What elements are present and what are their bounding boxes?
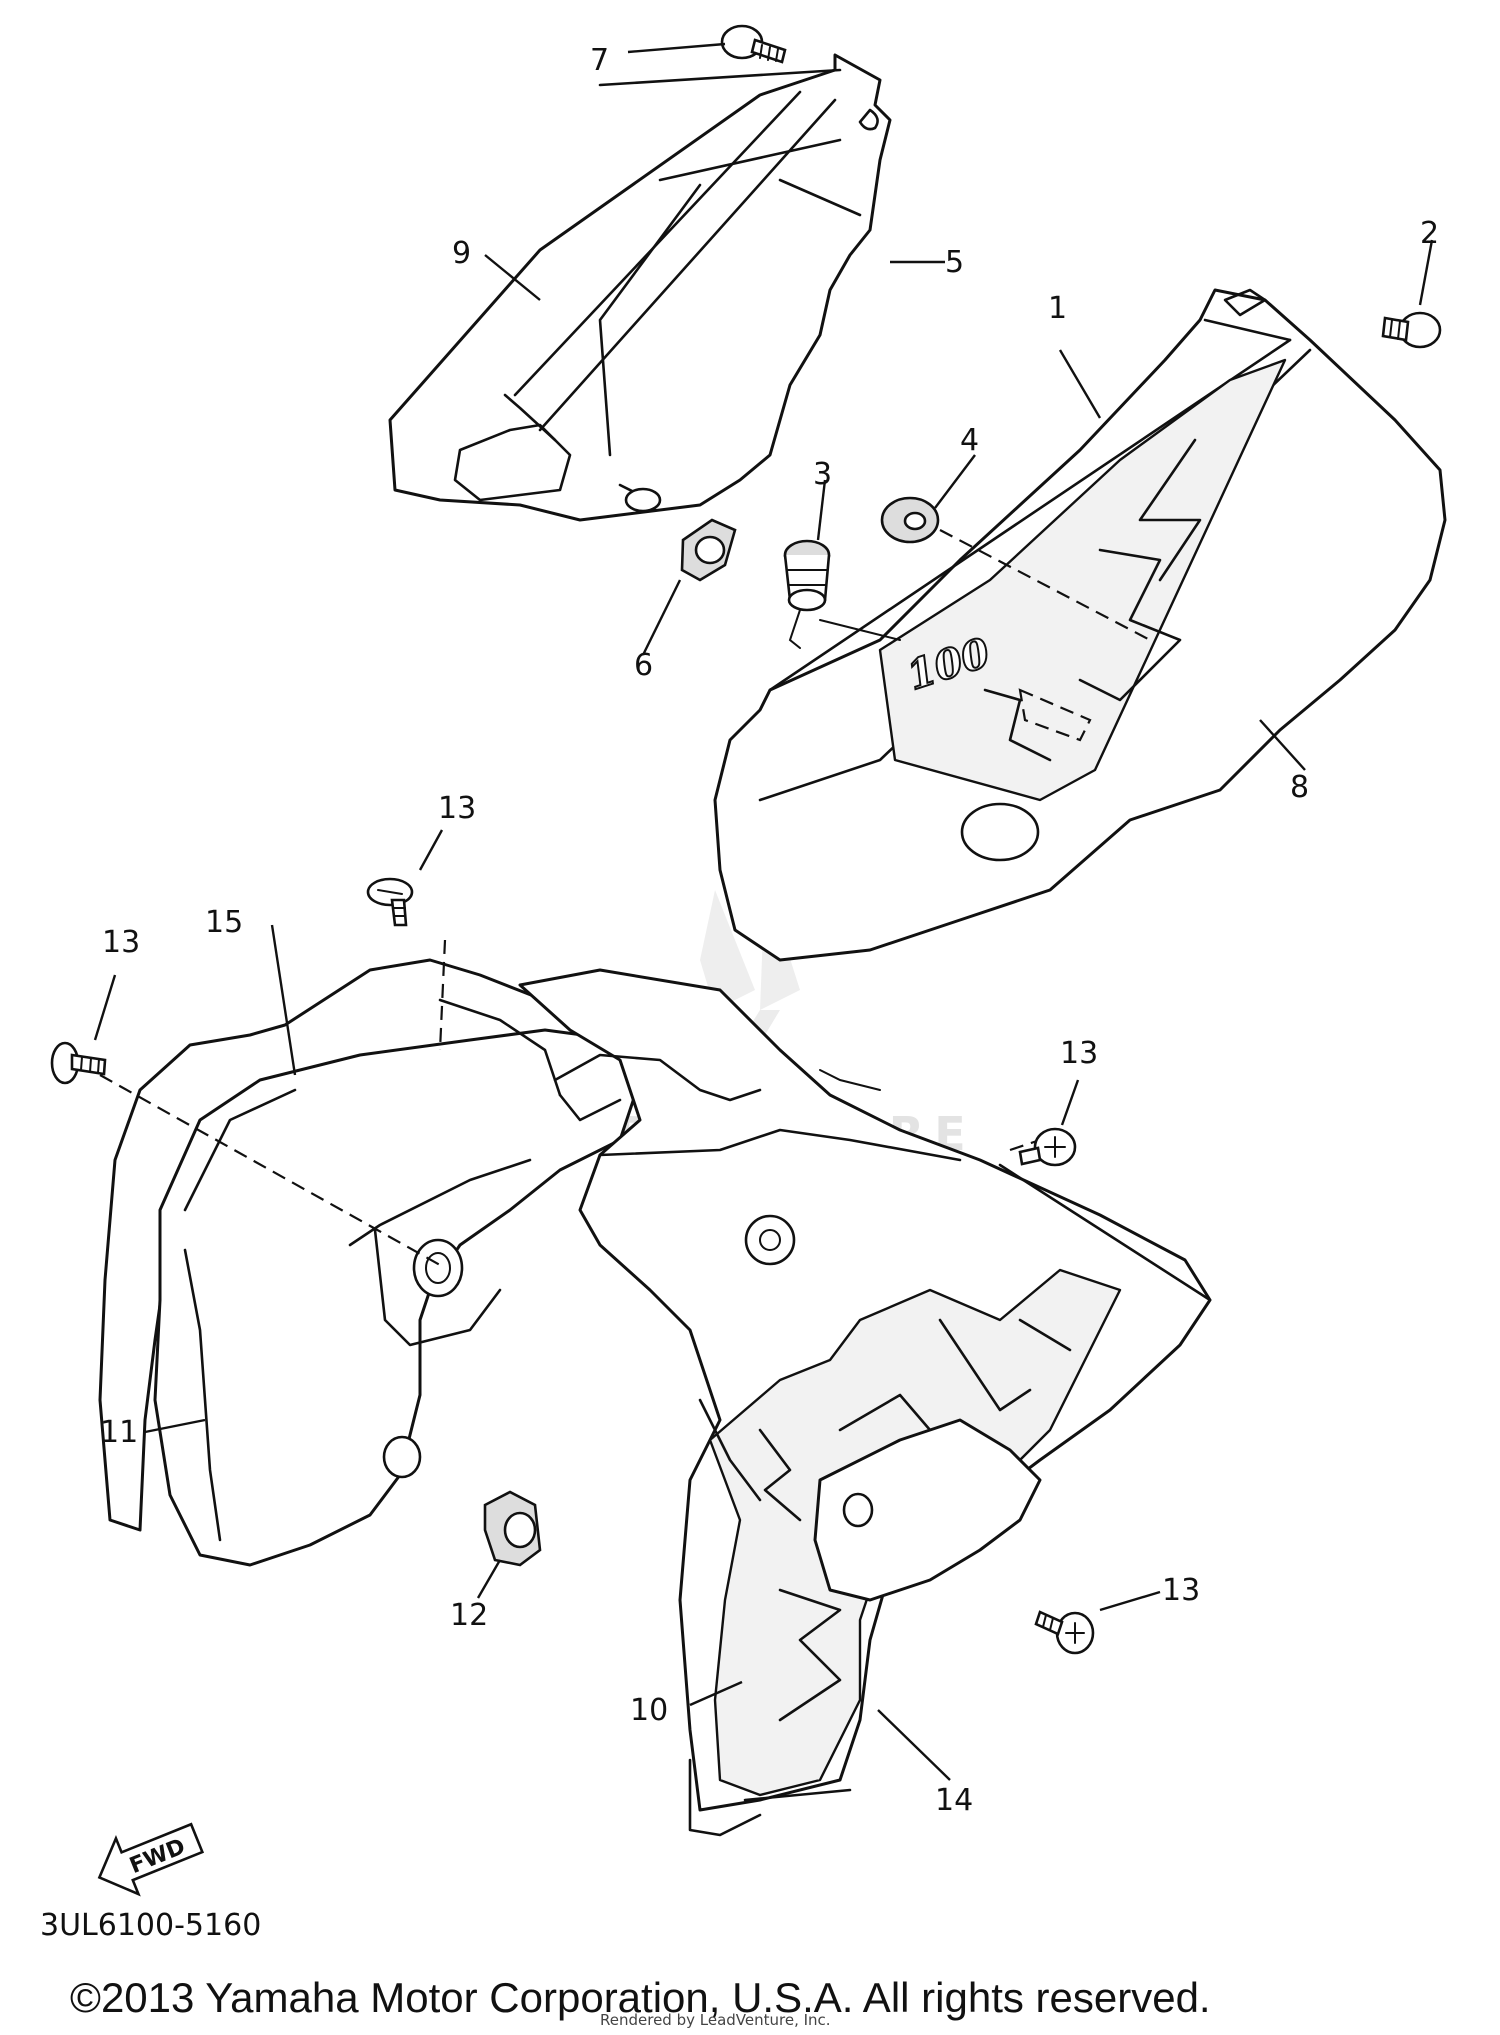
- part-10-shroud-main: [518, 968, 1212, 1837]
- collar-12: [483, 1490, 542, 1567]
- callout-10: 10: [630, 1693, 668, 1728]
- screw-13-lower: [1034, 1610, 1095, 1655]
- part-1-side-cover: 100: [713, 288, 1447, 962]
- grommet-3: [783, 539, 831, 649]
- hardware: [50, 24, 1442, 1655]
- callout-6: 6: [634, 648, 653, 683]
- part-11-shroud-body: [153, 998, 637, 1567]
- callout-7: 7: [590, 43, 609, 78]
- callouts: 7 2 1 3 4 5 6 8 9 13 15 13 13 11 12 13 1…: [100, 43, 1439, 1818]
- callout-1: 1: [1048, 291, 1067, 326]
- decal-number: 100: [902, 629, 996, 700]
- part-code: 3UL6100-5160: [40, 1908, 261, 1943]
- copyright-text: ©2013 Yamaha Motor Corporation, U.S.A. A…: [70, 1974, 1211, 2021]
- screw-13-mid: [1018, 1127, 1077, 1167]
- bolt-7: [720, 24, 787, 64]
- forward-arrow: FWD: [97, 1822, 205, 1897]
- callout-14: 14: [935, 1783, 973, 1818]
- bolt-2: [1381, 311, 1442, 349]
- leader-lines: [93, 42, 1434, 1781]
- callout-15: 15: [205, 905, 243, 940]
- washer-4: [880, 496, 940, 544]
- grommet-6: [680, 518, 737, 582]
- callout-2: 2: [1420, 216, 1439, 251]
- callout-4: 4: [960, 423, 979, 458]
- callout-12: 12: [450, 1598, 488, 1633]
- callout-13-left: 13: [102, 925, 140, 960]
- callout-5: 5: [945, 245, 964, 280]
- callout-3: 3: [813, 457, 832, 492]
- callout-13-upper: 13: [438, 791, 476, 826]
- part-9-side-cover-frame: [388, 53, 892, 522]
- rendered-by-text: Rendered by LeadVenture, Inc.: [600, 2011, 831, 2029]
- callout-13-lower: 13: [1162, 1573, 1200, 1608]
- callout-13-mid: 13: [1060, 1036, 1098, 1071]
- callout-11: 11: [100, 1415, 138, 1450]
- callout-9: 9: [452, 236, 471, 271]
- callout-8: 8: [1290, 770, 1309, 805]
- screw-13-left: [50, 1041, 107, 1085]
- screw-13-upper: [366, 877, 414, 927]
